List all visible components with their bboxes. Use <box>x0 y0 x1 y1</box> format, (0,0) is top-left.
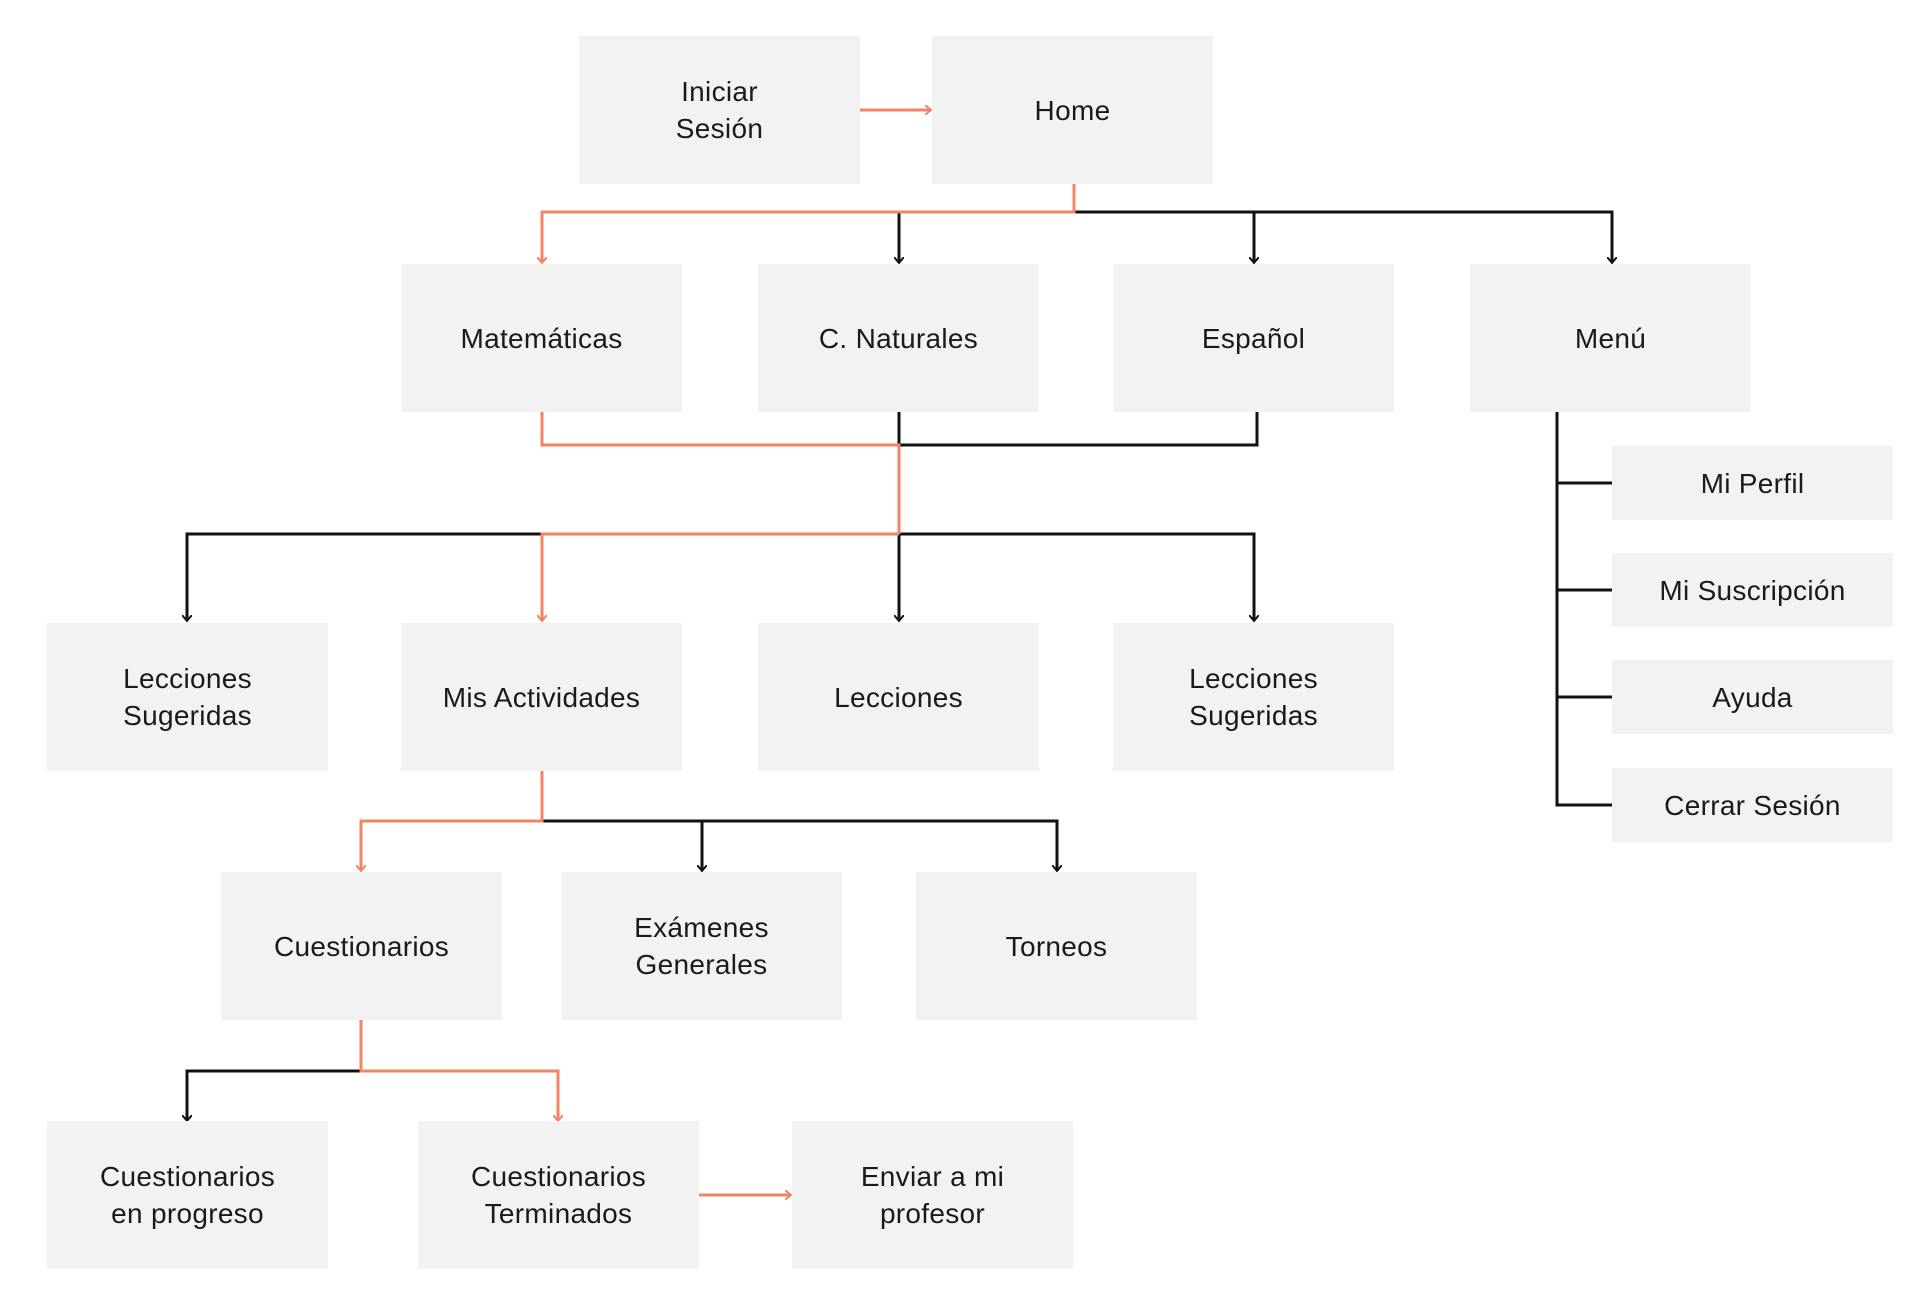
to-torneos-line <box>542 819 1057 870</box>
node-label: Torneos <box>1005 930 1108 962</box>
node-iniciar-sesion: Iniciar Sesión <box>579 36 860 184</box>
node-cuestionarios-en-progreso: Cuestionarios en progreso <box>47 1121 328 1269</box>
node-label: Ayuda <box>1712 681 1793 713</box>
node-cerrar-sesion: Cerrar Sesión <box>1612 768 1893 842</box>
node-label: Menú <box>1574 322 1647 354</box>
node-label: C. Naturales <box>818 322 979 354</box>
menu-vertical-line <box>1555 412 1612 807</box>
node-label: Mi Perfil <box>1700 467 1805 499</box>
node-label: Iniciar Sesión <box>675 76 764 144</box>
to-cuestionarios-line <box>361 771 544 870</box>
node-label: Cuestionarios en progreso <box>99 1161 276 1229</box>
home-to-matematicas-line <box>542 184 1076 262</box>
node-cuestionarios-terminados: Cuestionarios Terminados <box>418 1121 699 1269</box>
node-c-naturales: C. Naturales <box>758 264 1039 412</box>
node-label: Cuestionarios Terminados <box>470 1161 647 1229</box>
node-matematicas: Matemáticas <box>401 264 682 412</box>
node-lecciones-sugeridas-2: Lecciones Sugeridas <box>1113 623 1394 771</box>
node-espanol: Español <box>1113 264 1394 412</box>
node-label: Mi Suscripción <box>1659 574 1846 606</box>
node-label: Cuestionarios <box>273 930 450 962</box>
node-cuestionarios: Cuestionarios <box>221 872 502 1020</box>
node-label: Exámenes Generales <box>634 912 769 980</box>
matematicas-merge-line <box>540 412 901 534</box>
node-label: Lecciones Sugeridas <box>1189 663 1318 731</box>
node-label: Español <box>1201 322 1306 354</box>
node-label: Matemáticas <box>460 322 623 354</box>
node-enviar-a-mi-profesor: Enviar a mi profesor <box>792 1121 1073 1269</box>
node-lecciones-sugeridas-1: Lecciones Sugeridas <box>47 623 328 771</box>
to-lecciones-sugeridas-2-line <box>899 532 1254 620</box>
node-mi-suscripcion: Mi Suscripción <box>1612 553 1893 627</box>
node-mis-actividades: Mis Actividades <box>401 623 682 771</box>
to-mis-actividades-line <box>542 532 899 620</box>
node-lecciones: Lecciones <box>758 623 1039 771</box>
node-ayuda: Ayuda <box>1612 660 1893 734</box>
node-label: Home <box>1034 94 1111 126</box>
node-label: Lecciones <box>834 681 963 713</box>
to-lecciones-sugeridas-1-line <box>187 532 542 620</box>
to-cuestionarios-en-progreso-line <box>187 1069 361 1120</box>
node-home: Home <box>932 36 1213 184</box>
node-menu: Menú <box>1470 264 1751 412</box>
node-label: Mis Actividades <box>442 681 641 713</box>
espanol-merge-line <box>899 412 1259 447</box>
node-examenes-generales: Exámenes Generales <box>561 872 842 1020</box>
node-torneos: Torneos <box>916 872 1197 1020</box>
home-to-menu-line <box>1074 210 1612 262</box>
node-label: Lecciones Sugeridas <box>123 663 252 731</box>
node-label: Enviar a mi profesor <box>860 1161 1005 1229</box>
node-label: Cerrar Sesión <box>1664 789 1841 821</box>
node-mi-perfil: Mi Perfil <box>1612 446 1893 520</box>
to-cuestionarios-terminados-line <box>359 1020 558 1120</box>
